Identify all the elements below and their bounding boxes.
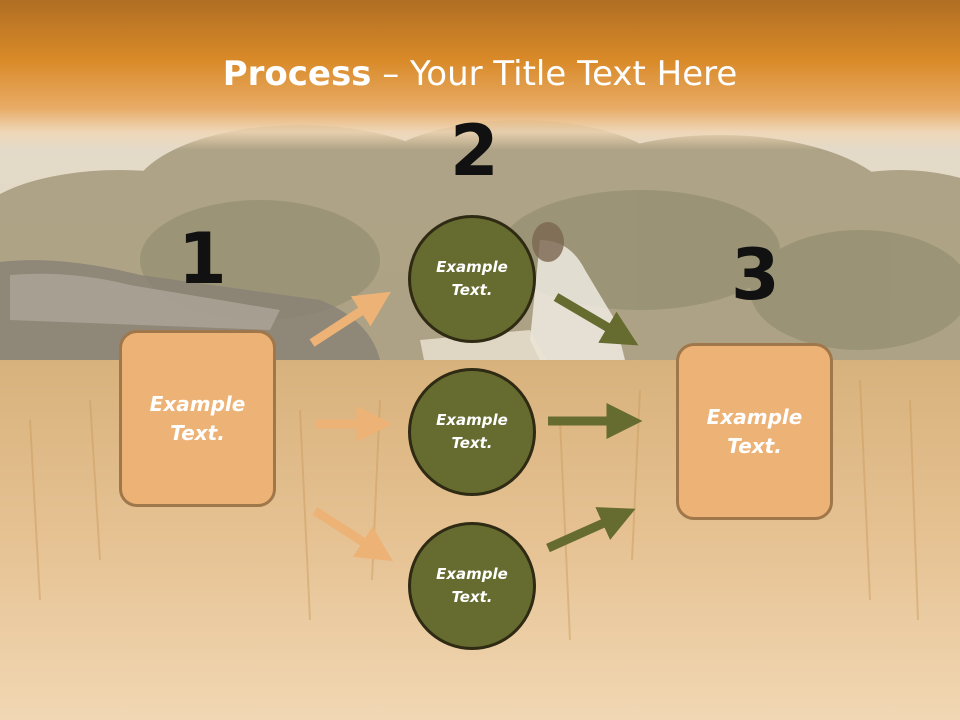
step-circle-top: Example Text.: [408, 215, 536, 343]
step-number-3: 3: [731, 234, 780, 316]
step-circle-middle: Example Text.: [408, 368, 536, 496]
title-bold: Process: [222, 54, 372, 94]
step-number-1: 1: [178, 218, 227, 300]
step-box-1: Example Text.: [119, 330, 276, 507]
arrow-2a-to-3: [553, 293, 639, 346]
step-circle-top-text: Example Text.: [436, 258, 508, 299]
step-circle-bottom-text: Example Text.: [436, 565, 508, 606]
step-circle-bottom: Example Text.: [408, 522, 536, 650]
step-box-3: Example Text.: [676, 343, 833, 520]
step-circle-middle-text: Example Text.: [436, 411, 508, 452]
slide-title: Process – Your Title Text Here: [0, 54, 960, 94]
title-banner: [0, 0, 960, 150]
step-number-2: 2: [450, 110, 499, 192]
arrow-1-to-2c: [312, 507, 393, 562]
title-rest: – Your Title Text Here: [371, 54, 738, 94]
arrow-1-to-2a: [309, 291, 391, 347]
step-box-1-text: Example Text.: [149, 391, 246, 445]
step-box-3-text: Example Text.: [706, 404, 803, 458]
arrow-2c-to-3: [546, 507, 636, 553]
